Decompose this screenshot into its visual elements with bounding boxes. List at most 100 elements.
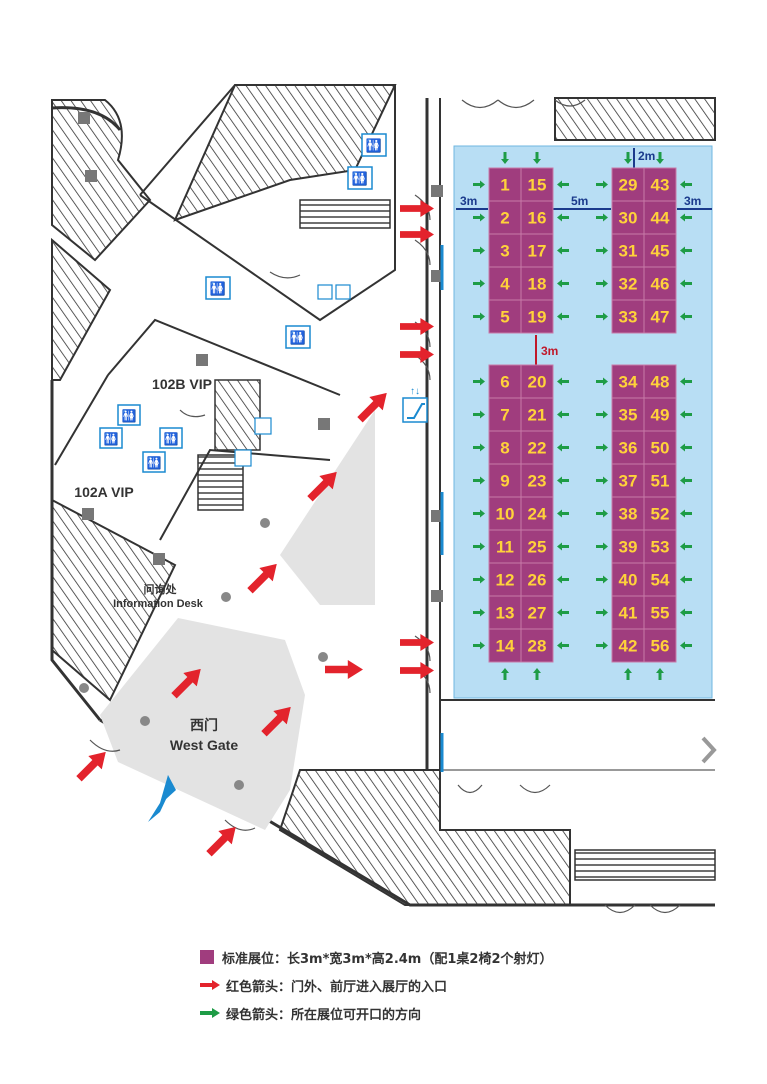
green-arrow-icon	[680, 377, 692, 386]
booth-cell[interactable]	[643, 167, 677, 202]
booth-cell[interactable]	[643, 463, 677, 498]
green-arrow-icon	[680, 476, 692, 485]
booth-cell[interactable]	[643, 364, 677, 399]
green-arrow-icon	[596, 542, 608, 551]
green-arrow-icon	[596, 476, 608, 485]
booth-cell[interactable]	[488, 529, 522, 564]
floor-plan-map: 🚻 🚻 🚻 🚻 🚻 🚻 🚻 🚻 ↑↓ 102B VIP 102A VIP 问询处…	[50, 84, 717, 914]
booth-cell[interactable]	[520, 167, 554, 202]
green-arrow-icon	[533, 152, 541, 164]
booth-cell[interactable]	[488, 167, 522, 202]
booth-number: 46	[651, 275, 670, 294]
booth-cell[interactable]	[611, 266, 645, 301]
booth-cell[interactable]	[643, 529, 677, 564]
booth-cell[interactable]	[611, 200, 645, 235]
green-arrow-icon	[680, 542, 692, 551]
booth-cell[interactable]	[520, 463, 554, 498]
legend-red-arrow: 红色箭头：门外、前厅进入展厅的入口	[200, 971, 740, 999]
green-arrow-icon	[596, 443, 608, 452]
green-arrow-icon	[596, 509, 608, 518]
booth-cell[interactable]	[488, 595, 522, 630]
wall-block	[574, 849, 716, 881]
green-arrow-icon	[473, 608, 485, 617]
column	[318, 652, 328, 662]
booth-number: 12	[496, 571, 515, 590]
booth-cell[interactable]	[643, 266, 677, 301]
booth-number: 2	[500, 209, 509, 228]
restroom-icon: 🚻	[142, 451, 166, 473]
svg-text:🚻: 🚻	[104, 432, 119, 446]
booth-number: 32	[619, 275, 638, 294]
legend-green-arrow: 绿色箭头：所在展位可开口的方向	[200, 999, 740, 1027]
booth-number: 31	[619, 242, 638, 261]
green-arrow-icon	[533, 668, 541, 680]
green-arrow-icon	[473, 542, 485, 551]
booth-number: 14	[496, 637, 515, 656]
red-arrow-icon	[400, 226, 434, 243]
stairs	[214, 379, 261, 451]
green-arrow-icon	[473, 279, 485, 288]
booth-cell[interactable]	[643, 496, 677, 531]
booth-cell[interactable]	[520, 562, 554, 597]
column	[140, 716, 150, 726]
green-arrow-icon	[200, 1008, 220, 1018]
green-arrow-icon	[557, 410, 569, 419]
svg-text:🚻: 🚻	[352, 171, 368, 186]
booth-number: 26	[528, 571, 547, 590]
building-outline	[54, 318, 341, 541]
booth-number: 7	[500, 406, 509, 425]
booth-cell[interactable]	[611, 628, 645, 663]
booth-cell[interactable]	[488, 496, 522, 531]
green-arrow-icon	[473, 410, 485, 419]
booth-cell[interactable]	[611, 562, 645, 597]
booth-cell[interactable]	[488, 397, 522, 432]
booth-cell[interactable]	[611, 463, 645, 498]
booth-number: 20	[528, 373, 547, 392]
booth-cell[interactable]	[488, 562, 522, 597]
booth-cell[interactable]	[611, 496, 645, 531]
booth-number: 42	[619, 637, 638, 656]
booth-number: 27	[528, 604, 547, 623]
restroom-icon: 🚻	[117, 404, 141, 426]
booth-number: 34	[619, 373, 638, 392]
green-arrow-icon	[473, 213, 485, 222]
booth-number: 11	[496, 538, 514, 557]
booth-cell[interactable]	[488, 430, 522, 465]
booth-number: 37	[619, 472, 638, 491]
west-gate-label-cn: 西门	[190, 717, 218, 734]
booth-cell[interactable]	[520, 364, 554, 399]
green-arrow-icon	[557, 279, 569, 288]
booth-cell[interactable]	[520, 430, 554, 465]
booth-cell[interactable]	[643, 397, 677, 432]
booth-cell[interactable]	[488, 364, 522, 399]
green-arrow-icon	[557, 246, 569, 255]
green-arrow-icon	[680, 213, 692, 222]
green-arrow-icon	[656, 668, 664, 680]
booth-cell[interactable]	[520, 299, 554, 334]
stairs	[299, 199, 391, 229]
green-arrow-icon	[680, 246, 692, 255]
booth-number: 19	[528, 308, 547, 327]
booth-cell[interactable]	[611, 299, 645, 334]
green-arrow-icon	[680, 641, 692, 650]
booth-number: 16	[528, 209, 547, 228]
booth-number: 35	[619, 406, 638, 425]
booth-cell[interactable]	[520, 233, 554, 268]
booth-layer: 1234515161718192930313233434445464767891…	[473, 152, 692, 680]
booth-number: 51	[651, 472, 670, 491]
green-arrow-icon	[557, 608, 569, 617]
booth-cell[interactable]	[643, 299, 677, 334]
booth-cell[interactable]	[611, 595, 645, 630]
booth-number: 21	[528, 406, 547, 425]
green-arrow-icon	[596, 180, 608, 189]
booth-cell[interactable]	[488, 628, 522, 663]
booth-cell[interactable]	[520, 628, 554, 663]
lobby-zone	[100, 618, 305, 830]
green-arrow-icon	[557, 641, 569, 650]
booth-cell[interactable]	[643, 628, 677, 663]
booth-number: 41	[619, 604, 638, 623]
accessible-restroom-icon	[317, 284, 351, 300]
svg-text:🚻: 🚻	[290, 330, 306, 345]
column	[431, 270, 443, 282]
booth-cell[interactable]	[643, 233, 677, 268]
